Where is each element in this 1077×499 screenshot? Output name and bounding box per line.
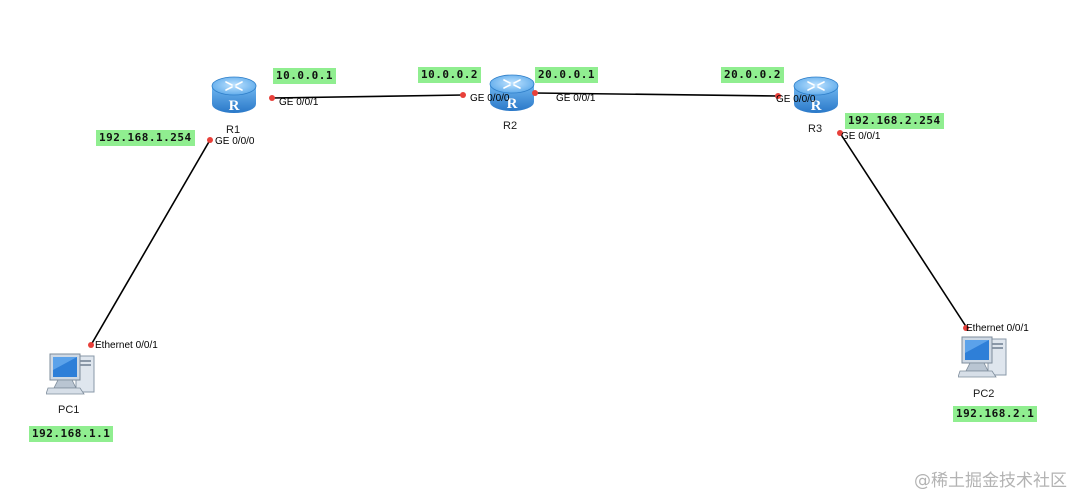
port-label-pc1-eth: Ethernet 0/0/1 <box>95 340 158 351</box>
port-dot-pc2-eth[interactable] <box>963 325 969 331</box>
pc-icon <box>957 336 1007 378</box>
ip-tag-r3-ge001: 192.168.2.254 <box>845 113 944 129</box>
port-dot-r2-ge001[interactable] <box>532 90 538 96</box>
router-r2[interactable]: R <box>488 70 536 118</box>
svg-text:R: R <box>229 98 240 114</box>
ip-tag-pc1: 192.168.1.1 <box>29 426 114 442</box>
link-r2-r3[interactable] <box>534 92 779 97</box>
router-icon: R <box>793 76 839 114</box>
link-r3-pc2[interactable] <box>839 132 968 329</box>
pc-pc1[interactable] <box>45 350 98 398</box>
ip-tag-r1-ge001: 10.0.0.1 <box>273 68 336 84</box>
port-label-pc2-eth: Ethernet 0/0/1 <box>966 323 1029 334</box>
port-label-r3-ge001: GE 0/0/1 <box>841 131 881 142</box>
device-label-r2: R2 <box>503 120 518 132</box>
port-dot-r1-ge001[interactable] <box>269 95 275 101</box>
port-label-r3-ge000: GE 0/0/0 <box>776 94 816 105</box>
watermark: @稀土掘金技术社区 <box>914 471 1067 491</box>
device-label-r1: R1 <box>226 124 241 136</box>
port-dot-r2-ge000[interactable] <box>460 92 466 98</box>
device-label-pc1: PC1 <box>58 404 80 416</box>
router-r1[interactable]: R <box>210 72 258 120</box>
port-dot-r3-ge000[interactable] <box>775 93 781 99</box>
device-label-r3: R3 <box>808 123 823 135</box>
pc-pc2[interactable] <box>957 333 1010 381</box>
router-icon: R <box>489 74 535 112</box>
link-r1-r2[interactable] <box>271 94 464 99</box>
router-icon: R <box>211 76 257 114</box>
ip-tag-r2-ge000: 10.0.0.2 <box>418 67 481 83</box>
ip-tag-r2-ge001: 20.0.0.1 <box>535 67 598 83</box>
ip-tag-r3-ge000: 20.0.0.2 <box>721 67 784 83</box>
port-label-r2-ge000: GE 0/0/0 <box>470 93 510 104</box>
port-dot-pc1-eth[interactable] <box>88 342 94 348</box>
port-label-r2-ge001: GE 0/0/1 <box>556 93 596 104</box>
port-label-r1-ge000: GE 0/0/0 <box>215 136 255 147</box>
device-label-pc2: PC2 <box>973 388 995 400</box>
port-label-r1-ge001: GE 0/0/1 <box>279 97 319 108</box>
port-dot-r3-ge001[interactable] <box>837 130 843 136</box>
svg-text:R: R <box>811 98 822 114</box>
pc-icon <box>45 353 95 395</box>
ip-tag-pc2: 192.168.2.1 <box>953 406 1038 422</box>
link-r1-pc1[interactable] <box>90 139 211 346</box>
ip-tag-r1-ge000: 192.168.1.254 <box>96 130 195 146</box>
router-r3[interactable]: R <box>792 72 840 120</box>
svg-text:R: R <box>507 96 518 112</box>
port-dot-r1-ge000[interactable] <box>207 137 213 143</box>
